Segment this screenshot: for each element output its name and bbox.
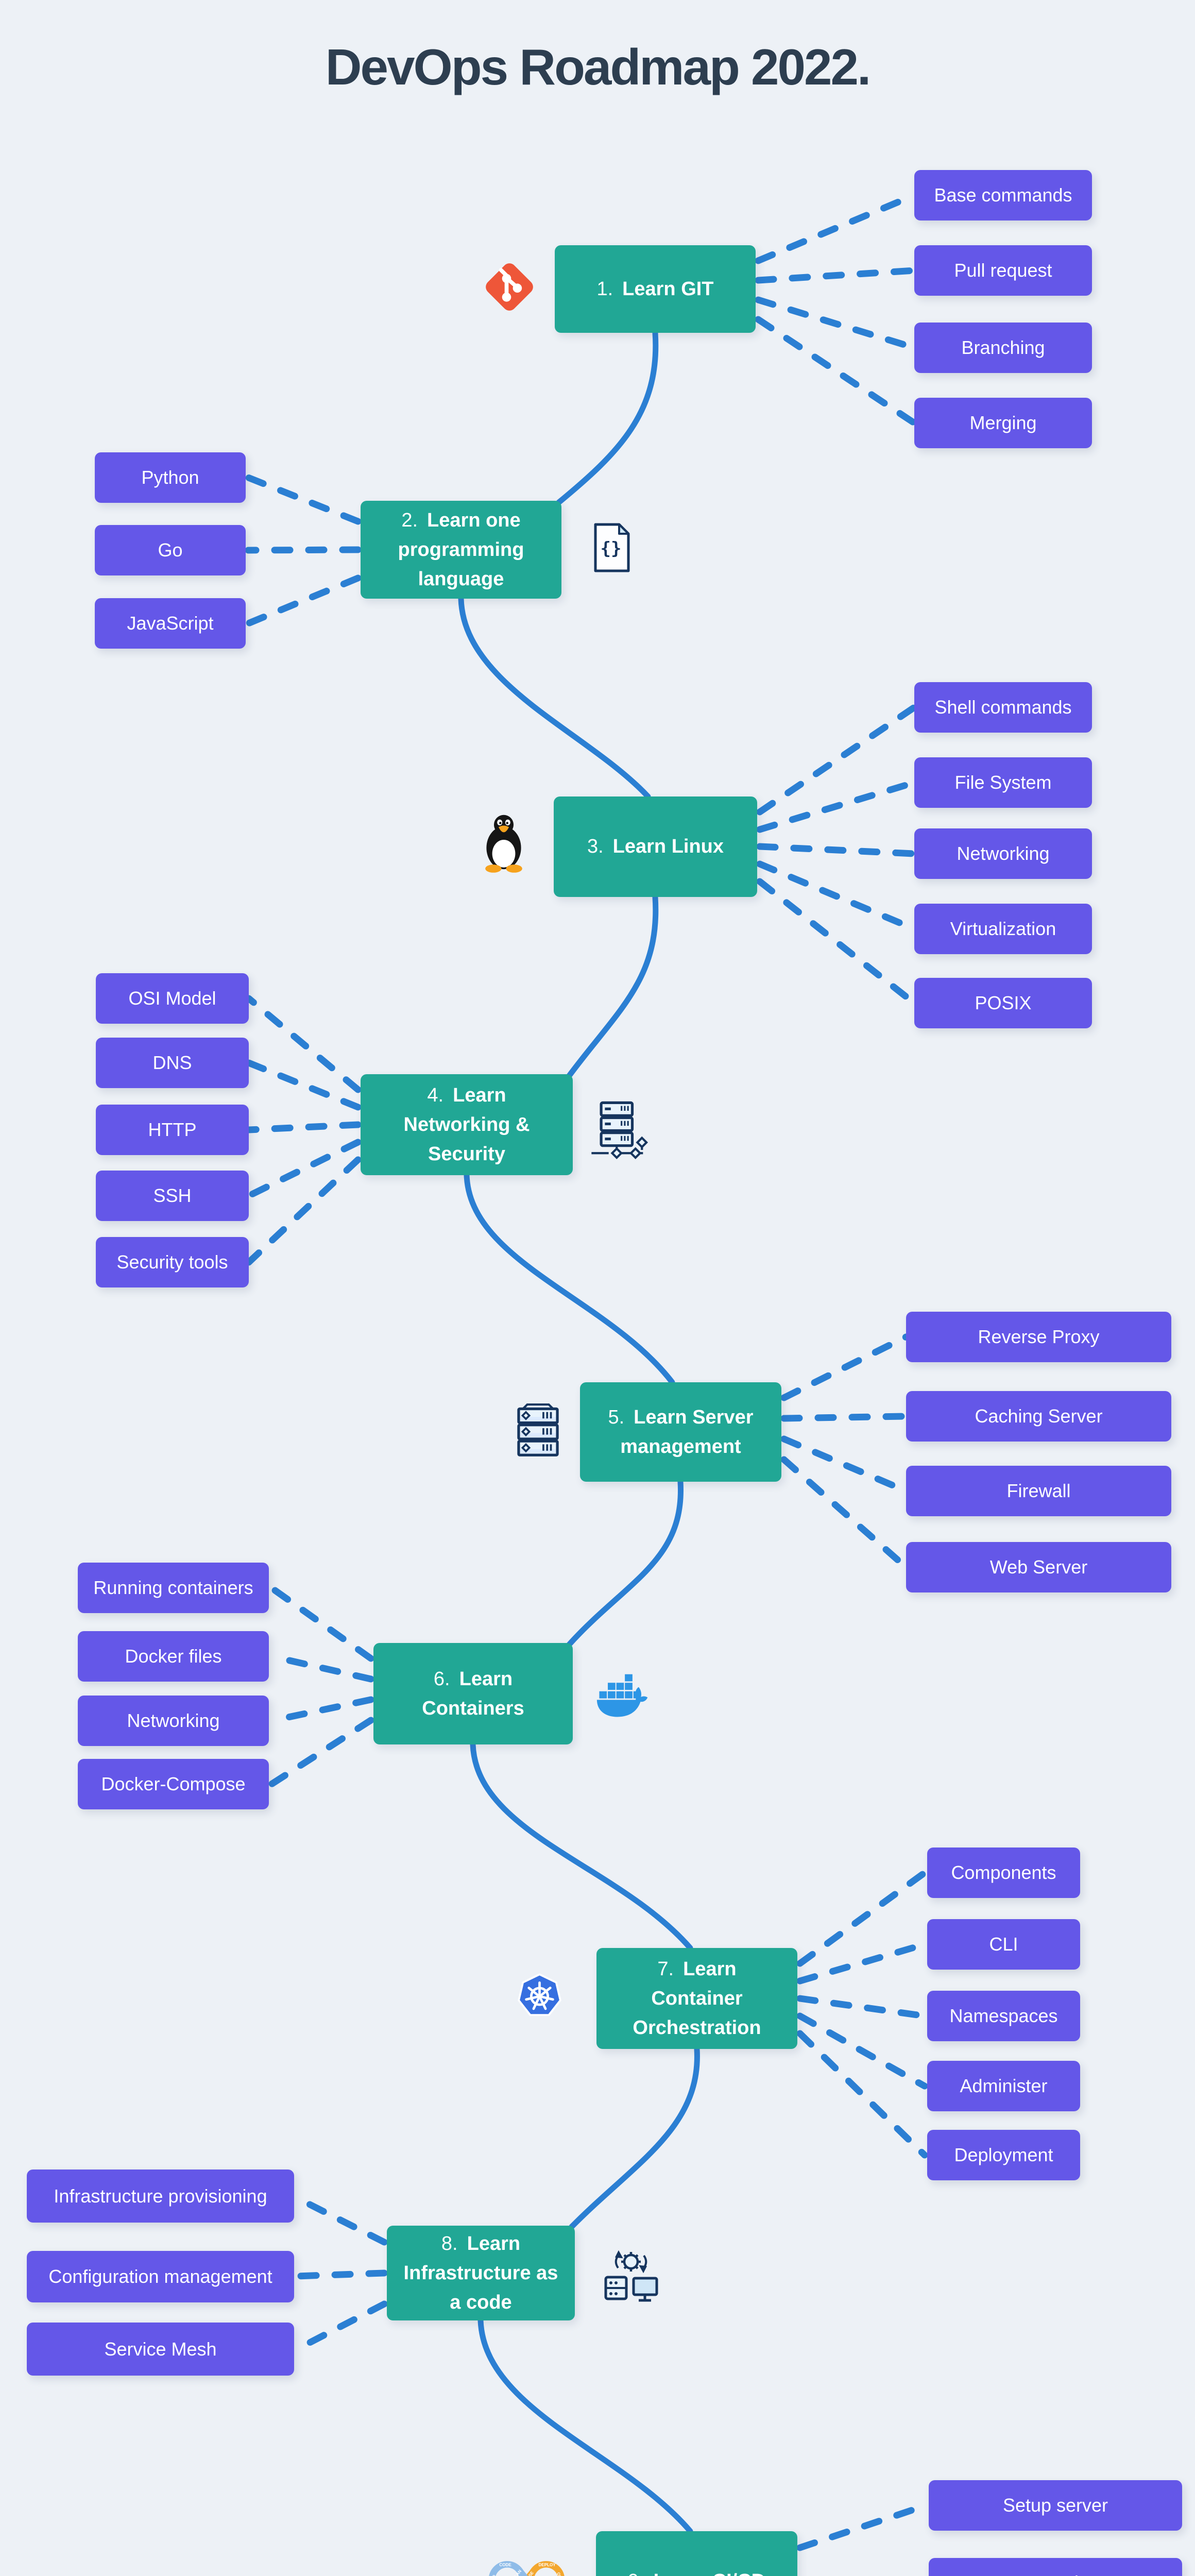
topic-box: Setup server [929,2480,1182,2531]
topic-box: Branching [914,323,1092,373]
topic-box: JavaScript [95,598,246,649]
network-security-icon [591,1101,648,1160]
topic-box: Deployment [927,2130,1080,2180]
topic-box: Service Mesh [27,2323,294,2376]
topic-box: Caching Server [906,1391,1171,1442]
step-box: 4.Learn Networking & Security [361,1074,573,1175]
page-title: DevOps Roadmap 2022. [325,39,872,95]
topic-box: Virtualization [914,904,1092,954]
topic-box: Python [95,452,246,503]
topic-box: HTTP [96,1105,249,1155]
git-icon [486,263,533,311]
cicd-label: CODE [499,2563,511,2567]
code-file-icon: {} [594,523,630,572]
step-box: 2.Learn one programming language [361,501,561,599]
topic-box: Running containers [78,1563,269,1613]
topic-box: Base commands [914,170,1092,221]
topic-box: Security tools [96,1237,249,1287]
step-label: 6.Learn Containers [422,1668,524,1719]
topic-box: Go [95,525,246,575]
step-label: 7.Learn Container Orchestration [633,1958,761,2039]
svg-text:{}: {} [601,538,622,559]
cicd-label: BUILD [488,2574,497,2576]
topic-box: Firewall [906,1466,1171,1516]
kubernetes-icon [518,1973,561,2016]
step-label: 1.Learn GIT [596,278,714,300]
server-rack-icon [517,1403,559,1456]
step-box: 7.Learn Container Orchestration [596,1948,797,2049]
topic-box: File System [914,757,1092,808]
step-label: 4.Learn Networking & Security [403,1084,530,1165]
docker-whale-icon [596,1674,648,1717]
step-box: 1.Learn GIT [555,245,756,333]
cicd-loop-icon: BUILD CODE PLAN TEST RELEASE DEPLOY OPER… [488,2561,567,2576]
step-label: 9.Learn CI/CD [628,2567,765,2576]
step-label: 8.Learn Infrastructure as a code [403,2232,558,2313]
topic-box: Networking [914,828,1092,879]
step-box: 8.Learn Infrastructure as a code [387,2226,575,2320]
step-label: 3.Learn Linux [587,836,724,857]
topic-box: OSI Model [96,973,249,1024]
topic-box: Docker files [78,1631,269,1682]
topic-box: Networking [78,1696,269,1746]
topic-box: Namespaces [927,1991,1080,2041]
topic-box: DNS [96,1038,249,1088]
main-roadmap-curve [458,330,700,2534]
cicd-label: OPERATE [556,2572,567,2576]
topic-box: Merging [914,398,1092,448]
linux-tux-icon [485,815,522,873]
topic-box: Components [927,1848,1080,1898]
step-box: 9.Learn CI/CD [596,2531,797,2576]
dashed-topic-connectors [245,192,930,2551]
step-box: 6.Learn Containers [373,1643,573,1744]
topic-box: POSIX [914,978,1092,1028]
cicd-label: DEPLOY [538,2563,556,2567]
topic-box: SSH [96,1171,249,1221]
topic-box: Pull request [914,245,1092,296]
topic-box: Shell commands [914,682,1092,733]
topic-box: Administer [927,2061,1080,2111]
topic-box: Infrastructure provisioning [27,2170,294,2223]
topic-box: Configuration management [27,2251,294,2302]
step-box: 5.Learn Server management [580,1382,781,1482]
topic-box: Web Server [906,1542,1171,1592]
step-box: 3.Learn Linux [554,796,757,897]
topic-box: Reverse Proxy [906,1312,1171,1362]
topic-box: Integration [929,2558,1182,2576]
step-label: 2.Learn one programming language [398,509,524,590]
topic-box: CLI [927,1919,1080,1970]
step-label: 5.Learn Server management [608,1406,754,1458]
topic-box: Docker-Compose [78,1759,269,1809]
iac-icon [604,2250,658,2302]
